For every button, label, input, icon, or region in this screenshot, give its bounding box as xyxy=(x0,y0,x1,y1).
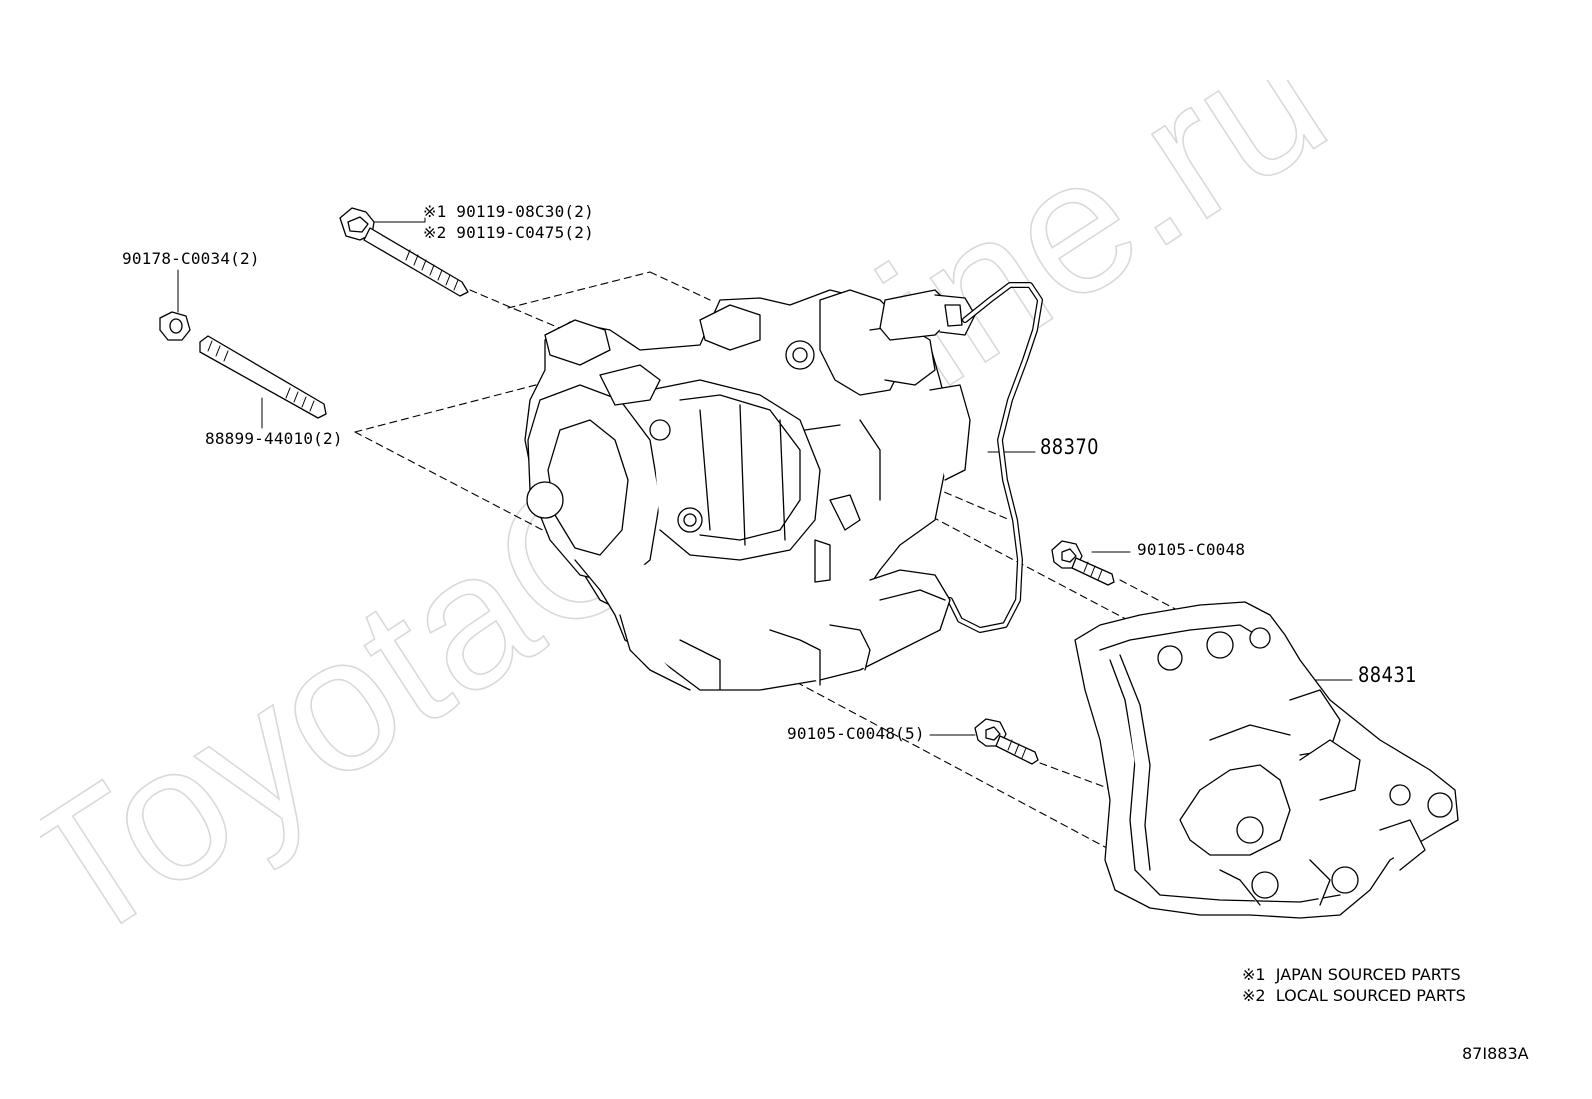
long-bolt xyxy=(339,207,469,297)
callout-stud: 88899-44010(2) xyxy=(205,429,343,448)
callout-bracket-bolt-bottom: 90105-C0048(5) xyxy=(787,724,925,743)
bracket-bolt-top xyxy=(1051,540,1115,586)
callout-bracket: 88431 xyxy=(1358,663,1417,687)
nut xyxy=(159,311,191,341)
bracket xyxy=(1074,601,1459,919)
bracket-bolt-bottom xyxy=(974,718,1039,765)
callout-bracket-bolt-top: 90105-C0048 xyxy=(1137,540,1246,559)
legend-note-1: ※1 JAPAN SOURCED PARTS xyxy=(1242,965,1461,984)
callout-compressor: 88370 xyxy=(1040,435,1099,459)
stud xyxy=(199,335,327,419)
legend-note-2: ※2 LOCAL SOURCED PARTS xyxy=(1242,986,1466,1005)
callout-bolt-japan: ※1 90119-08C30(2) xyxy=(423,202,594,221)
callout-nut: 90178-C0034(2) xyxy=(122,249,260,268)
diagram-code: 87I883A xyxy=(1462,1044,1529,1063)
leader-lines xyxy=(177,217,1353,736)
callout-bolt-local: ※2 90119-C0475(2) xyxy=(423,223,594,242)
compressor xyxy=(524,282,1043,691)
